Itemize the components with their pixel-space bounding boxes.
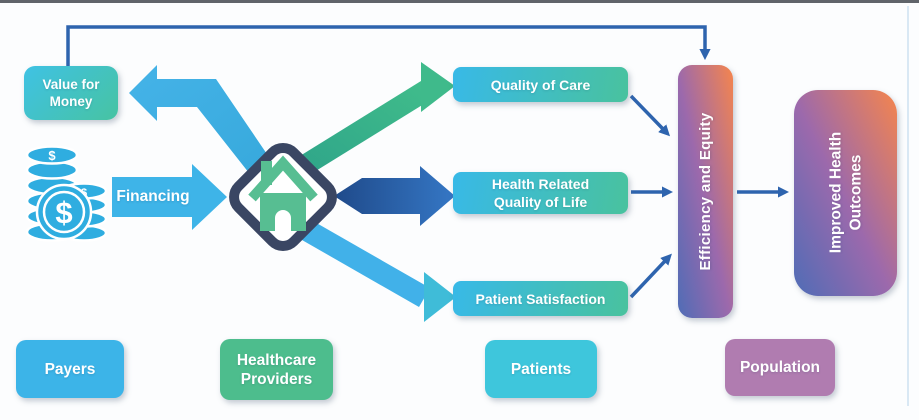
qoc-to-efficiency-arrow: [629, 94, 671, 137]
top-edge-strip: [0, 0, 919, 3]
efficiency-and-equity-box: Efficiency and Equity: [678, 65, 733, 318]
patient-satisfaction-box: Patient Satisfaction: [453, 281, 628, 316]
svg-text:$: $: [48, 148, 56, 163]
house-icon: [248, 155, 318, 231]
provider-to-qoc-arrow: [295, 62, 455, 177]
actor-healthcare-providers: Healthcare Providers: [220, 339, 333, 400]
feedback-loop-arrow: [66, 25, 711, 66]
provider-to-payer-arrow: [129, 65, 271, 173]
provider-to-satisfaction-arrow: [295, 217, 456, 322]
efficiency-and-equity-label: Efficiency and Equity: [697, 112, 714, 271]
value-for-money-box: Value for Money: [24, 66, 118, 120]
actor-payers: Payers: [16, 340, 124, 398]
satisfaction-to-efficiency-arrow: [629, 253, 672, 299]
improved-health-outcomes-text: Improved Health Outcomes: [827, 131, 864, 254]
svg-text:$: $: [55, 195, 72, 230]
improved-health-outcomes-label: Improved Health Outcomes: [795, 90, 898, 296]
provider-to-hrqol-arrow: [334, 166, 455, 226]
financing-arrow: [112, 164, 227, 230]
health-related-quality-of-life-box: Health Related Quality of Life: [453, 172, 628, 214]
actor-patients: Patients: [485, 340, 597, 398]
actor-population: Population: [725, 339, 835, 396]
improved-health-outcomes-box: Improved Health Outcomes: [794, 90, 897, 296]
money-coins-icon: $ $ $: [25, 145, 108, 242]
financing-label: Financing: [116, 188, 190, 205]
slide-right-border: [907, 6, 909, 406]
quality-of-care-box: Quality of Care: [453, 67, 628, 102]
hrqol-label: Health Related Quality of Life: [491, 176, 590, 210]
